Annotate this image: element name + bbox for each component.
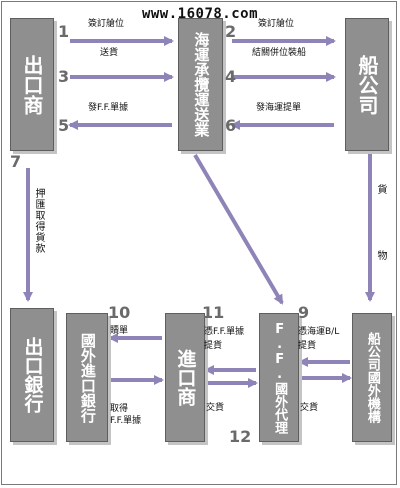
box-export-bank-label: 出口銀行 [21, 337, 44, 413]
label-book-space: 簽訂艙位 [88, 19, 125, 29]
box-foreign-import-bank-label: 國外進口銀行 [78, 332, 97, 423]
box-foreign-import-bank: 國外進口銀行 [66, 313, 108, 442]
label-deliver-1: 交貨 [206, 403, 225, 413]
step-number-4: 4 [225, 67, 237, 86]
step-number-3: 3 [58, 67, 70, 86]
label-obtain-ff-docs-2: F.F.單據 [110, 416, 142, 426]
step-number-2: 2 [225, 22, 237, 41]
step-number-6: 6 [225, 116, 237, 135]
label-ff-pickup-1: 憑F.F.單據 [204, 327, 245, 337]
box-shipping-company-label: 船公司 [355, 54, 379, 115]
step-number-9: 9 [298, 303, 310, 322]
box-shipping-forwarder: 海運承攬運送業 [178, 18, 223, 151]
box-export-bank: 出口銀行 [10, 308, 54, 442]
label-issue-ocean-bl: 發海運提單 [256, 103, 302, 113]
label-ff-pickup-2: 提貨 [204, 341, 223, 351]
label-bl-pickup-2: 提貨 [298, 341, 317, 351]
box-ff-foreign-agent-label: F.F.國外代理 [272, 321, 288, 434]
label-consolidate-load: 結關併位裝船 [252, 48, 307, 58]
box-shipping-company: 船公司 [345, 18, 389, 151]
label-redeem-docs: 贖單 [110, 326, 129, 336]
box-exporter: 出口商 [10, 18, 54, 151]
label-deliver-2: 交貨 [300, 403, 319, 413]
label-cargo: 貨 [375, 184, 386, 195]
step-number-12: 12 [229, 427, 252, 446]
label-issue-ff-bill: 發F.F.單據 [88, 103, 129, 113]
step-number-7: 7 [10, 152, 22, 171]
box-shipping-company-foreign-label: 船公司國外機構 [364, 332, 380, 423]
box-exporter-label: 出口商 [20, 54, 44, 115]
label-negotiate-docs: 押匯取得貨款 [33, 188, 44, 254]
label-deliver-goods: 送貨 [100, 48, 119, 58]
step-number-1: 1 [58, 22, 70, 41]
box-shipping-forwarder-label: 海運承攬運送業 [192, 32, 211, 137]
label-obtain-ff-docs-1: 取得 [110, 404, 129, 414]
label-bl-pickup-1: 憑海運B/L [298, 327, 340, 337]
step-number-10: 10 [108, 303, 131, 322]
box-ff-foreign-agent: F.F.國外代理 [259, 313, 299, 442]
step-number-5: 5 [58, 116, 70, 135]
box-importer: 進口商 [165, 313, 205, 442]
step-number-11: 11 [202, 303, 225, 322]
label-goods-char: 物 [375, 250, 386, 261]
arrow-diagonal [193, 153, 284, 305]
box-shipping-company-foreign: 船公司國外機構 [352, 313, 392, 442]
watermark: www.16078.com [141, 6, 259, 22]
label-book-space-2: 簽訂艙位 [258, 19, 295, 29]
box-importer-label: 進口商 [174, 349, 197, 406]
